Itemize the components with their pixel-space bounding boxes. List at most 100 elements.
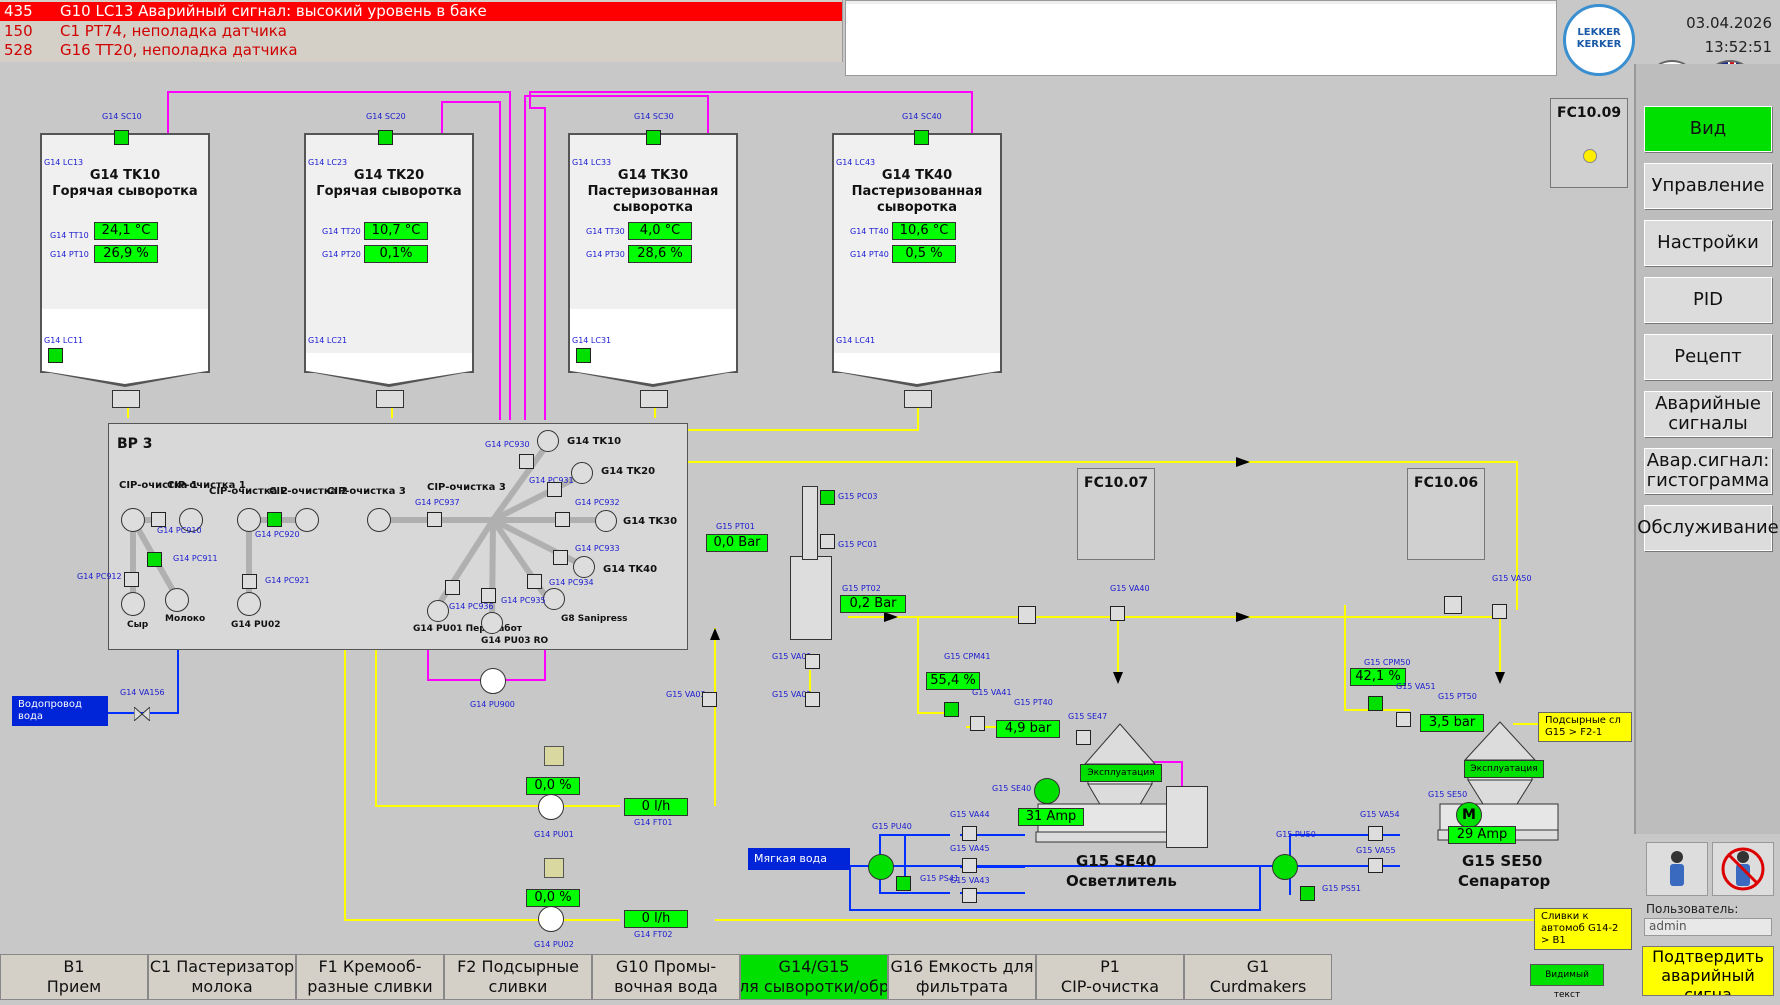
valve-pc936[interactable] [445, 580, 460, 595]
pump-pu01[interactable] [538, 794, 564, 820]
fc1009-panel[interactable]: FC10.09 [1550, 98, 1628, 188]
valve-va55[interactable] [1368, 858, 1383, 873]
sc-indicator[interactable] [646, 130, 661, 145]
pump-pu50[interactable] [1272, 854, 1298, 880]
tank-outlet-valve[interactable] [112, 390, 140, 408]
level-value[interactable]: 0,1% [364, 245, 428, 263]
valve-va156[interactable] [133, 705, 151, 723]
menu-pid[interactable]: PID [1644, 277, 1772, 323]
menu-settings[interactable]: Настройки [1644, 220, 1772, 266]
valve-va51[interactable] [1396, 712, 1411, 727]
visible-text-toggle[interactable]: Видимый текст [1530, 964, 1604, 1000]
pump-pu02[interactable] [538, 906, 564, 932]
pump-pu02[interactable] [237, 592, 261, 616]
se40-cabinet[interactable] [1166, 786, 1208, 848]
control-valve-cpm50[interactable]: 42,1 % [1350, 668, 1406, 686]
temperature-value[interactable]: 24,1 °C [94, 222, 158, 240]
pump-speed-pu02[interactable]: 0,0 % [526, 889, 580, 907]
level-switch-low[interactable] [576, 348, 591, 363]
login-icon[interactable] [1646, 842, 1708, 896]
tank-outlet-valve[interactable] [376, 390, 404, 408]
nav-f1[interactable]: F1 Кремооб-разные сливки [296, 954, 444, 1000]
filter-vessel[interactable] [790, 556, 832, 640]
port-g8[interactable] [543, 588, 565, 610]
sc-indicator[interactable] [378, 130, 393, 145]
menu-alarm-histogram[interactable]: Авар.сигнал: гистограмма [1644, 448, 1772, 494]
menu-recipe[interactable]: Рецепт [1644, 334, 1772, 380]
pump-speed-pu01[interactable]: 0,0 % [526, 777, 580, 795]
cip-port[interactable] [179, 508, 203, 532]
menu-control[interactable]: Управление [1644, 163, 1772, 209]
cip-port[interactable] [237, 508, 261, 532]
control-valve-cpm41[interactable]: 55,4 % [926, 672, 980, 690]
current-se40[interactable]: 31 Amp [1018, 808, 1084, 826]
valve-va01[interactable] [805, 654, 820, 669]
valve-pc03[interactable] [820, 490, 835, 505]
user-name-field[interactable]: admin [1644, 918, 1772, 936]
nav-g10[interactable]: G10 Промы-вочная вода [592, 954, 740, 1000]
valve-va40[interactable] [1110, 606, 1125, 621]
fc1007-panel[interactable]: FC10.07 [1077, 468, 1155, 560]
flow-ft01[interactable]: 0 l/h [624, 798, 688, 816]
tank-outlet-valve[interactable] [640, 390, 668, 408]
cip-port[interactable] [367, 508, 391, 532]
cip-port[interactable] [121, 508, 145, 532]
valve-pc935[interactable] [481, 588, 496, 603]
port-tk40[interactable] [573, 556, 595, 578]
valve-pc930[interactable] [519, 454, 534, 469]
valve-pc910[interactable] [151, 512, 166, 527]
vessel-column[interactable] [802, 486, 818, 560]
temperature-value[interactable]: 10,6 °C [892, 222, 956, 240]
valve-cpm50[interactable] [1368, 696, 1383, 711]
valve-va02[interactable] [805, 692, 820, 707]
tank-outlet-valve[interactable] [904, 390, 932, 408]
level-value[interactable]: 26,9 % [94, 245, 158, 263]
valve-pc933[interactable] [553, 550, 568, 565]
valve-pc921[interactable] [242, 574, 257, 589]
operation-badge[interactable]: Эксплуатация [1464, 760, 1544, 778]
valve-pc01[interactable] [820, 534, 835, 549]
current-se50[interactable]: 29 Amp [1448, 826, 1516, 844]
motor-se40[interactable] [1034, 778, 1060, 804]
pump-pu03[interactable] [481, 612, 503, 634]
pressure-pt01[interactable]: 0,0 Bar [706, 534, 768, 552]
switch-ps41[interactable] [896, 876, 911, 891]
sc-indicator[interactable] [114, 130, 129, 145]
valve-va45[interactable] [962, 858, 977, 873]
menu-alarms[interactable]: Аварийные сигналы [1644, 391, 1772, 437]
pump-pu40[interactable] [868, 854, 894, 880]
milk-port[interactable] [165, 588, 189, 612]
valve-pc937[interactable] [427, 512, 442, 527]
outlet-to-f2[interactable]: Подсырные сл G15 > F2-1 [1538, 712, 1632, 742]
pressure-pt02[interactable]: 0,2 Bar [840, 595, 906, 613]
valve-pc920[interactable] [267, 512, 282, 527]
valve-va50[interactable] [1492, 604, 1507, 619]
valve-va43[interactable] [962, 888, 977, 903]
level-switch-low[interactable] [48, 348, 63, 363]
cheese-port[interactable] [121, 592, 145, 616]
switch-ps51[interactable] [1300, 886, 1315, 901]
temperature-value[interactable]: 10,7 °C [364, 222, 428, 240]
outlet-to-b1[interactable]: Сливки к автомоб G14-2 > B1 [1534, 908, 1632, 950]
level-value[interactable]: 0,5 % [892, 245, 956, 263]
sc-indicator[interactable] [914, 130, 929, 145]
valve-va44[interactable] [962, 826, 977, 841]
temperature-value[interactable]: 4,0 °C [628, 222, 692, 240]
pump-pu900[interactable] [480, 668, 506, 694]
port-tk30[interactable] [595, 510, 617, 532]
port-tk20[interactable] [571, 462, 593, 484]
pressure-pt50[interactable]: 3,5 bar [1420, 714, 1484, 732]
